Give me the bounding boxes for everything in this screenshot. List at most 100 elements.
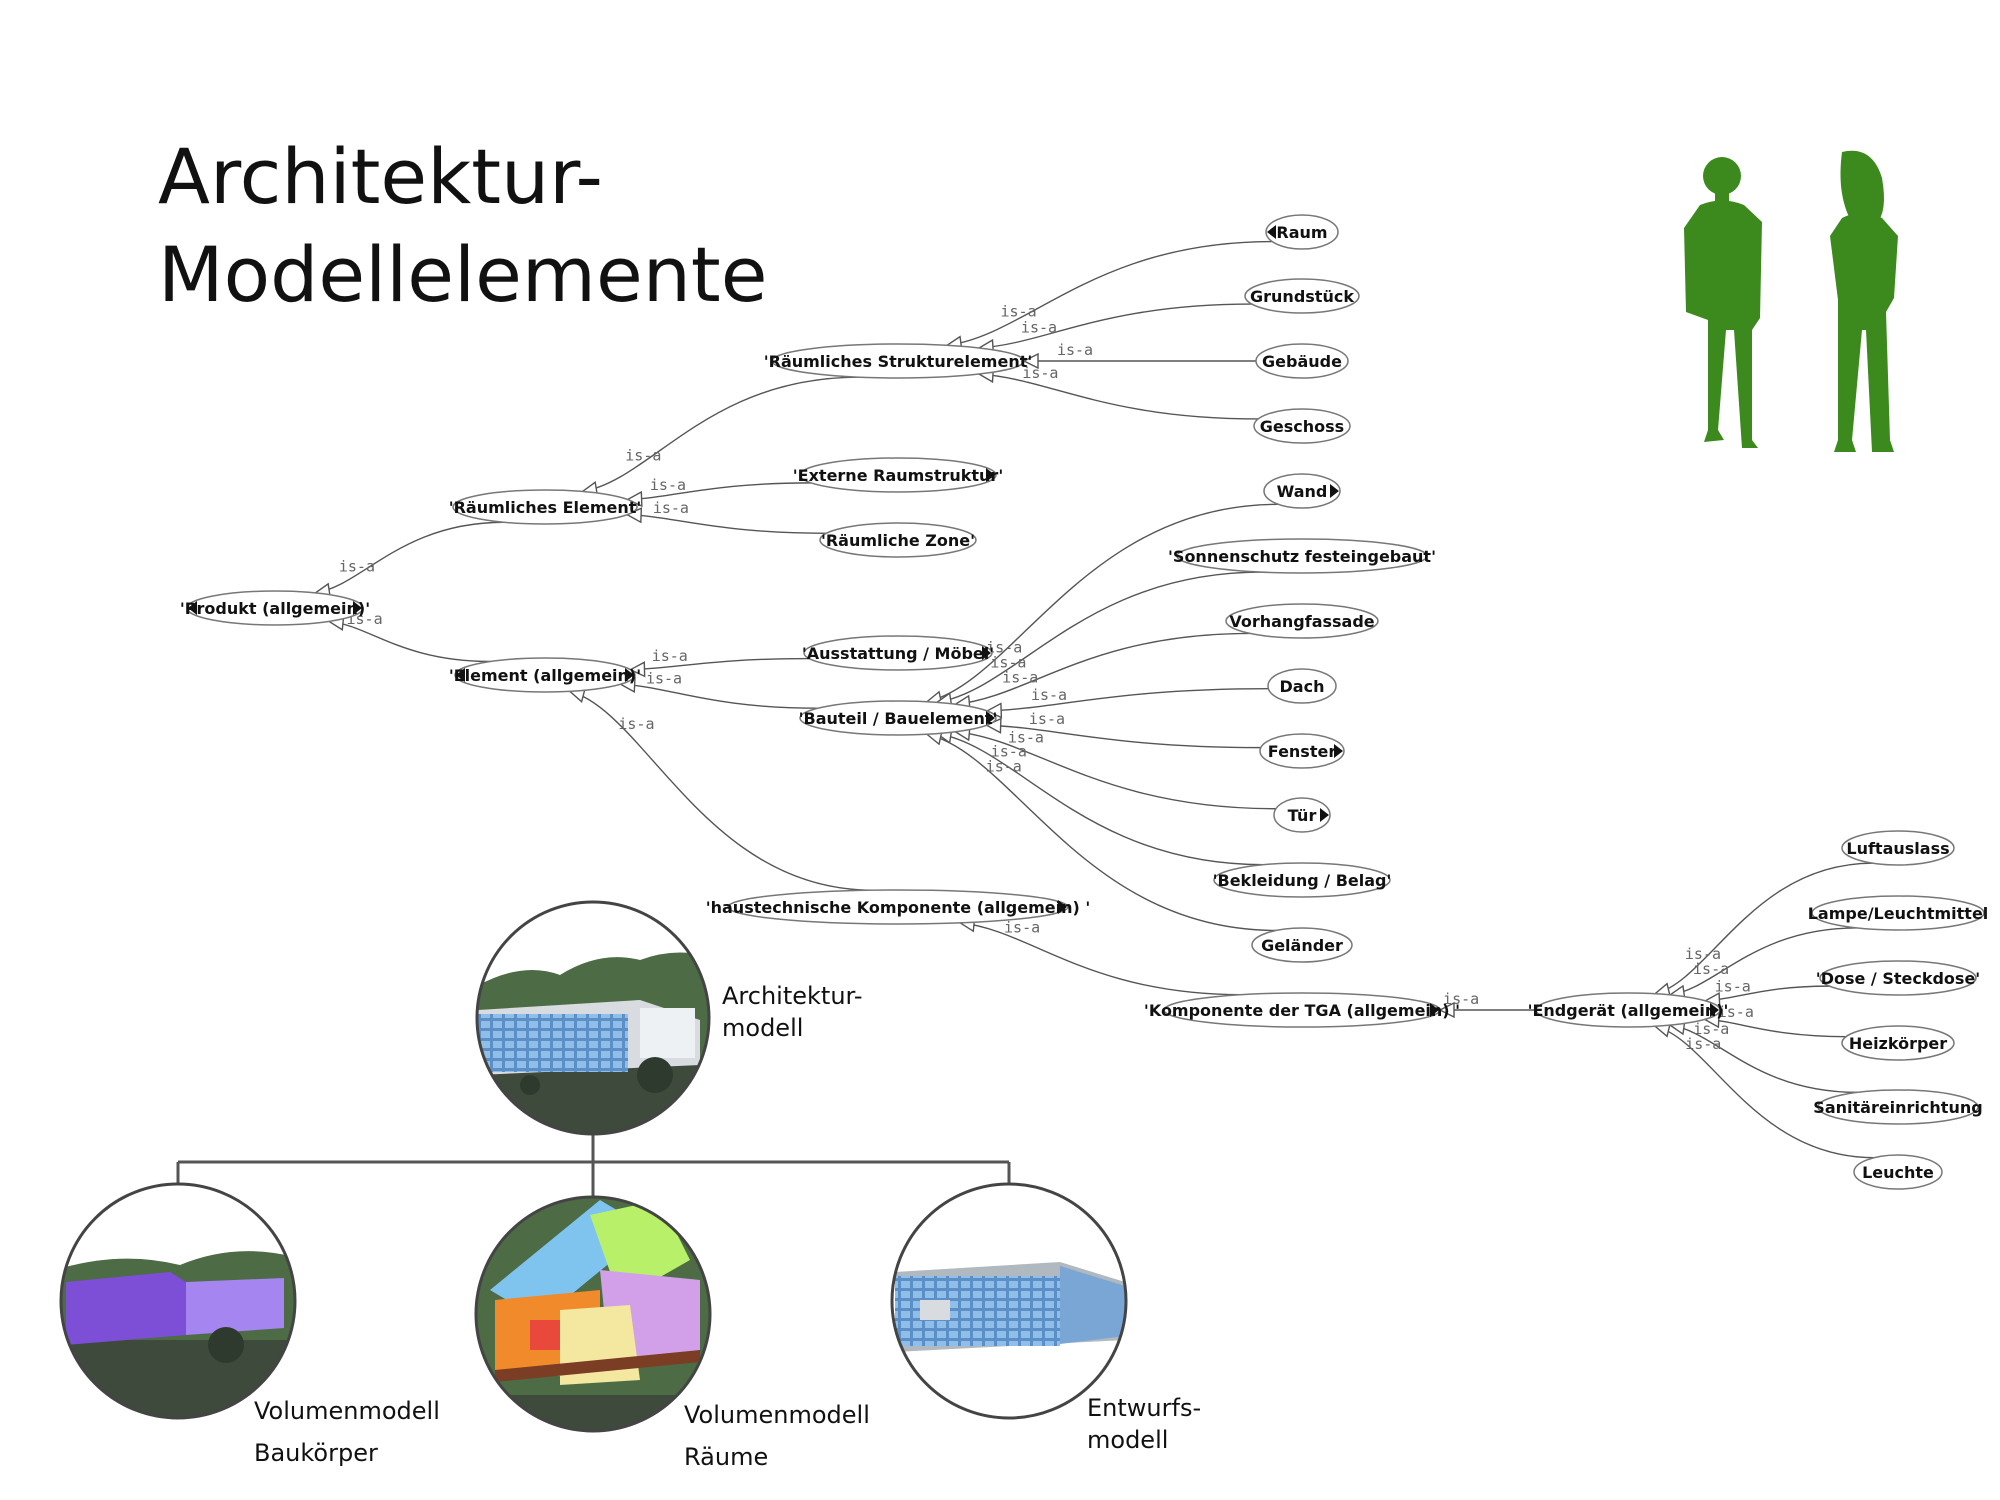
node-endgeraet[interactable]: 'Endgerät (allgemein)' xyxy=(1528,992,1729,1028)
is-a-label: is-a xyxy=(1031,686,1067,704)
node-ellipse xyxy=(799,457,997,493)
node-raeumliches_element[interactable]: 'Räumliches Element' xyxy=(449,489,642,525)
node-fenster[interactable]: Fenster xyxy=(1259,733,1345,769)
expand-right-icon[interactable] xyxy=(1058,900,1067,914)
node-ellipse xyxy=(1176,538,1428,574)
node-ellipse xyxy=(1244,278,1360,314)
node-label: Lampe/Leuchtmittel xyxy=(1808,904,1989,923)
node-ellipse xyxy=(1259,733,1345,769)
node-sanitaer[interactable]: Sanitäreinrichtung xyxy=(1813,1089,1983,1125)
node-ellipse xyxy=(1811,895,1985,931)
title-line-2: Modellelemente xyxy=(158,230,768,319)
node-heizkoerper[interactable]: Heizkörper xyxy=(1841,1025,1955,1061)
expand-right-icon[interactable] xyxy=(982,646,991,660)
node-label: 'Räumliche Zone' xyxy=(821,531,975,550)
is-a-label: is-a xyxy=(339,557,375,575)
is-a-edge xyxy=(620,683,818,709)
is-a-edge xyxy=(582,376,859,493)
node-ellipse xyxy=(1841,830,1955,866)
is-a-edge xyxy=(315,521,505,594)
is-a-edge xyxy=(987,687,1269,712)
node-dose[interactable]: 'Dose / Steckdose' xyxy=(1816,960,1980,996)
node-ellipse xyxy=(727,889,1069,925)
is-a-label: is-a xyxy=(1443,990,1479,1008)
is-a-edge xyxy=(1669,927,1857,996)
node-dach[interactable]: Dach xyxy=(1267,668,1337,704)
is-a-edge xyxy=(1654,1025,1875,1159)
node-ellipse xyxy=(1225,603,1379,639)
page-title: Architektur- Modellelemente xyxy=(158,128,767,324)
node-ellipse xyxy=(1263,473,1341,509)
is-a-label: is-a xyxy=(1715,978,1751,996)
node-ellipse xyxy=(1251,927,1353,963)
node-label: 'Komponente der TGA (allgemein) ' xyxy=(1144,1001,1460,1020)
node-label: Fenster xyxy=(1268,742,1337,761)
expand-right-icon[interactable] xyxy=(1710,1003,1719,1017)
is-a-label: is-a xyxy=(991,742,1027,760)
is-a-label: is-a xyxy=(1718,1003,1754,1021)
is-a-label: is-a xyxy=(1001,303,1037,321)
expand-right-icon[interactable] xyxy=(986,711,995,725)
node-ellipse xyxy=(186,590,364,626)
expand-right-icon[interactable] xyxy=(1430,1003,1439,1017)
caption-volumenmodell-raeume: Volumenmodell Räume xyxy=(684,1401,870,1471)
expand-left-icon[interactable] xyxy=(188,601,197,615)
is-a-label: is-a xyxy=(986,638,1022,656)
expand-right-icon[interactable] xyxy=(625,668,634,682)
is-a-label: is-a xyxy=(652,647,688,665)
is-a-edge xyxy=(569,690,873,891)
node-wand[interactable]: Wand xyxy=(1263,473,1341,509)
node-haustechnik[interactable]: 'haustechnische Komponente (allgemein) ' xyxy=(706,889,1091,925)
is-a-label: is-a xyxy=(625,446,661,464)
node-geschoss[interactable]: Geschoss xyxy=(1253,408,1351,444)
node-element[interactable]: 'Element (allgemein)' xyxy=(449,657,641,693)
node-label: 'Sonnenschutz festeingebaut' xyxy=(1168,547,1436,566)
node-ausstattung[interactable]: 'Ausstattung / Möbel' xyxy=(802,635,994,671)
expand-left-icon[interactable] xyxy=(456,668,465,682)
node-tga[interactable]: 'Komponente der TGA (allgemein) ' xyxy=(1144,992,1460,1028)
node-label: 'Bekleidung / Belag' xyxy=(1213,871,1392,890)
node-gebaeude[interactable]: Gebäude xyxy=(1255,343,1349,379)
man-silhouette-icon xyxy=(1684,157,1762,448)
node-ellipse xyxy=(1817,1089,1979,1125)
node-raum[interactable]: Raum xyxy=(1265,214,1339,250)
is-a-edge xyxy=(955,632,1251,705)
node-ellipse xyxy=(1213,862,1391,898)
is-a-label: is-a xyxy=(1685,1035,1721,1053)
expand-left-icon[interactable] xyxy=(1267,225,1276,239)
node-luftauslass[interactable]: Luftauslass xyxy=(1841,830,1955,866)
node-externe_raumstruktur[interactable]: 'Externe Raumstruktur' xyxy=(793,457,1003,493)
node-label: 'Element (allgemein)' xyxy=(449,666,641,685)
expand-right-icon[interactable] xyxy=(1330,484,1339,498)
node-label: Sanitäreinrichtung xyxy=(1813,1098,1982,1117)
node-label: Wand xyxy=(1277,482,1328,501)
volumenmodell-raeume-image xyxy=(474,1195,712,1433)
is-a-label: is-a xyxy=(1021,318,1057,336)
node-raeumliche_zone[interactable]: 'Räumliche Zone' xyxy=(819,522,977,558)
caption-volumenmodell-baukoerper: Volumenmodell Baukörper xyxy=(254,1397,440,1467)
expand-right-icon[interactable] xyxy=(986,468,995,482)
node-grundstueck[interactable]: Grundstück xyxy=(1244,278,1360,314)
node-leuchte[interactable]: Leuchte xyxy=(1853,1154,1943,1190)
node-label: 'Räumliches Strukturelement' xyxy=(764,352,1033,371)
node-bekleidung[interactable]: 'Bekleidung / Belag' xyxy=(1213,862,1392,898)
node-bauteil[interactable]: 'Bauteil / Bauelement' xyxy=(799,700,998,736)
node-label: 'haustechnische Komponente (allgemein) ' xyxy=(706,898,1091,917)
node-sonnenschutz[interactable]: 'Sonnenschutz festeingebaut' xyxy=(1168,538,1436,574)
expand-right-icon[interactable] xyxy=(353,601,362,615)
node-gelaender[interactable]: Geländer xyxy=(1251,927,1353,963)
expand-right-icon[interactable] xyxy=(1334,744,1343,758)
node-ellipse xyxy=(454,657,636,693)
expand-right-icon[interactable] xyxy=(1320,808,1329,822)
node-vorhangfassade[interactable]: Vorhangfassade xyxy=(1225,603,1379,639)
node-tuer[interactable]: Tür xyxy=(1273,797,1331,833)
node-label: Gebäude xyxy=(1262,352,1342,371)
is-a-edge xyxy=(936,732,1264,866)
node-lampe[interactable]: Lampe/Leuchtmittel xyxy=(1808,895,1989,931)
is-a-label: is-a xyxy=(1693,960,1729,978)
node-raeumliches_strukturelement[interactable]: 'Räumliches Strukturelement' xyxy=(764,343,1033,379)
is-a-label: is-a xyxy=(1002,669,1038,687)
node-produkt[interactable]: 'Produkt (allgemein)' xyxy=(180,590,370,626)
